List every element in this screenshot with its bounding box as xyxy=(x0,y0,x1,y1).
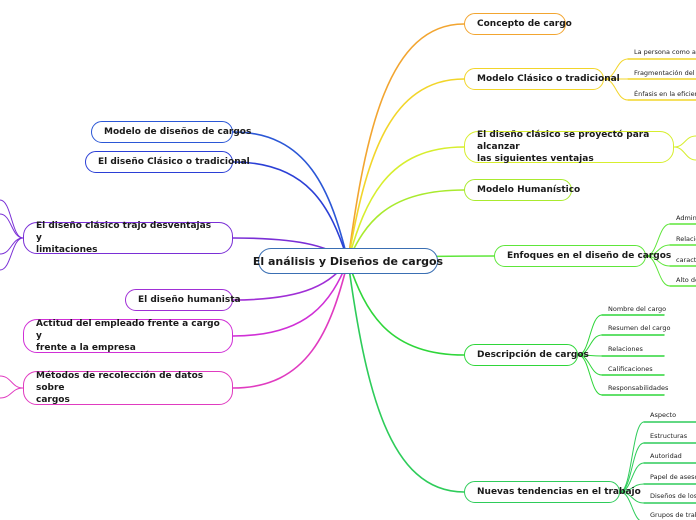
topic-nuevas-tendencias[interactable]: Nuevas tendencias en el trabajo xyxy=(464,481,641,503)
link-n-clasicoL xyxy=(232,161,349,262)
leaf-papel-asesor[interactable]: Papel de asesor xyxy=(650,473,696,481)
leaf-persona-apendice[interactable]: La persona como apéndice xyxy=(634,48,696,56)
topic-actitud-empleado[interactable]: Actitud del empleado frente a cargo y fre… xyxy=(23,319,233,353)
topic-desventajas[interactable]: El diseño clásico trajo desventajas y lim… xyxy=(23,221,233,255)
link-n-clasico xyxy=(347,78,465,262)
link-n-concepto xyxy=(347,23,465,262)
topic-concepto-de-cargo[interactable]: Concepto de cargo xyxy=(464,13,572,35)
link-n-humanistico xyxy=(347,189,465,262)
topic-modelo-disenos-cargos[interactable]: Modelo de diseños de cargos xyxy=(91,121,251,143)
leaf-enfoque-3[interactable]: caracte xyxy=(676,256,696,264)
metodos-offshoot-0 xyxy=(0,375,24,389)
leaf-responsabilidades[interactable]: Responsabilidades xyxy=(608,384,669,392)
topic-modelo-clasico[interactable]: Modelo Clásico o tradicional xyxy=(464,68,620,90)
leaf-link-n-enfoques-1 xyxy=(645,244,671,257)
link-n-descripcion xyxy=(347,260,465,356)
topic-descripcion-cargos[interactable]: Descripción de cargos xyxy=(464,344,589,366)
leaf-relaciones[interactable]: Relaciones xyxy=(608,345,643,353)
leaf-estructuras[interactable]: Estructuras xyxy=(650,432,688,440)
topic-metodos-recoleccion[interactable]: Métodos de recolección de datos sobre car… xyxy=(23,371,233,405)
link-n-actitud xyxy=(232,260,349,337)
leaf-link-n-descripcion-0 xyxy=(577,314,603,356)
leaf-resumen-cargo[interactable]: Resumen del cargo xyxy=(608,324,671,332)
leaf-link-n-tendencias-2 xyxy=(619,462,645,493)
desventajas-offshoot-0 xyxy=(0,199,24,239)
actitud-line-2: frente a la empresa xyxy=(36,343,136,353)
link-n-tendencias xyxy=(347,260,465,493)
leaf-aspecto[interactable]: Aspecto xyxy=(650,411,677,419)
ventajas-line-1: El diseño clásico se proyectó para alcan… xyxy=(477,130,650,152)
metodos-line-1: Métodos de recolección de datos sobre xyxy=(36,371,204,393)
metodos-line-2: cargos xyxy=(36,395,70,405)
ventajas-line-2: las siguientes ventajas xyxy=(477,154,594,164)
leaf-link-n-enfoques-3 xyxy=(645,255,671,287)
root-topic[interactable]: El análisis y Diseños de cargos xyxy=(253,248,443,274)
link-n-ventajas xyxy=(347,146,465,262)
leaf-fragmentacion[interactable]: Fragmentación del trabajo xyxy=(634,69,696,77)
desventajas-offshoot-3 xyxy=(0,237,24,271)
leaf-link-n-clasico-2 xyxy=(603,78,629,101)
ventajas-offshoot-1 xyxy=(673,135,696,148)
leaf-link-n-tendencias-5 xyxy=(619,491,641,520)
topic-modelo-humanistico[interactable]: Modelo Humanístico xyxy=(464,179,580,201)
leaf-link-n-tendencias-1 xyxy=(619,442,645,493)
leaf-enfasis-eficiencia[interactable]: Énfasis en la eficiencia xyxy=(634,90,696,98)
topic-ventajas-diseno-clasico[interactable]: El diseño clásico se proyectó para alcan… xyxy=(464,130,674,164)
leaf-link-n-descripcion-1 xyxy=(577,334,603,356)
desventajas-line-2: limitaciones xyxy=(36,245,98,255)
leaf-enfoque-4[interactable]: Alto de xyxy=(676,276,696,284)
leaf-enfoque-1[interactable]: Admini xyxy=(676,214,696,222)
desventajas-offshoot-2 xyxy=(0,237,24,255)
leaf-disenos-cargos[interactable]: Diseños de los c xyxy=(650,492,696,500)
leaf-link-n-clasico-0 xyxy=(603,58,629,80)
leaf-link-n-descripcion-4 xyxy=(577,354,603,396)
leaf-calificaciones[interactable]: Calificaciones xyxy=(608,365,653,373)
leaf-grupos-trabajo[interactable]: Grupos de trabaj xyxy=(650,511,696,519)
actitud-line-1: Actitud del empleado frente a cargo y xyxy=(36,319,220,341)
leaf-link-n-enfoques-0 xyxy=(645,223,671,257)
leaf-autoridad[interactable]: Autoridad xyxy=(650,452,682,460)
ventajas-offshoot-2 xyxy=(673,146,696,161)
leaf-nombre-cargo[interactable]: Nombre del cargo xyxy=(608,305,667,313)
desventajas-offshoot-1 xyxy=(0,213,24,239)
topic-enfoques-diseno[interactable]: Enfoques en el diseño de cargos xyxy=(494,245,671,267)
topic-diseno-clasico[interactable]: El diseño Clásico o tradicional xyxy=(85,151,250,173)
metodos-offshoot-1 xyxy=(0,387,24,399)
topic-diseno-humanista[interactable]: El diseño humanista xyxy=(125,289,241,311)
leaf-link-n-tendencias-0 xyxy=(619,421,645,493)
link-n-metodos xyxy=(232,260,349,389)
link-n-modelo xyxy=(232,131,349,262)
desventajas-line-1: El diseño clásico trajo desventajas y xyxy=(36,221,212,243)
leaf-enfoque-2[interactable]: Relacio xyxy=(676,235,696,243)
